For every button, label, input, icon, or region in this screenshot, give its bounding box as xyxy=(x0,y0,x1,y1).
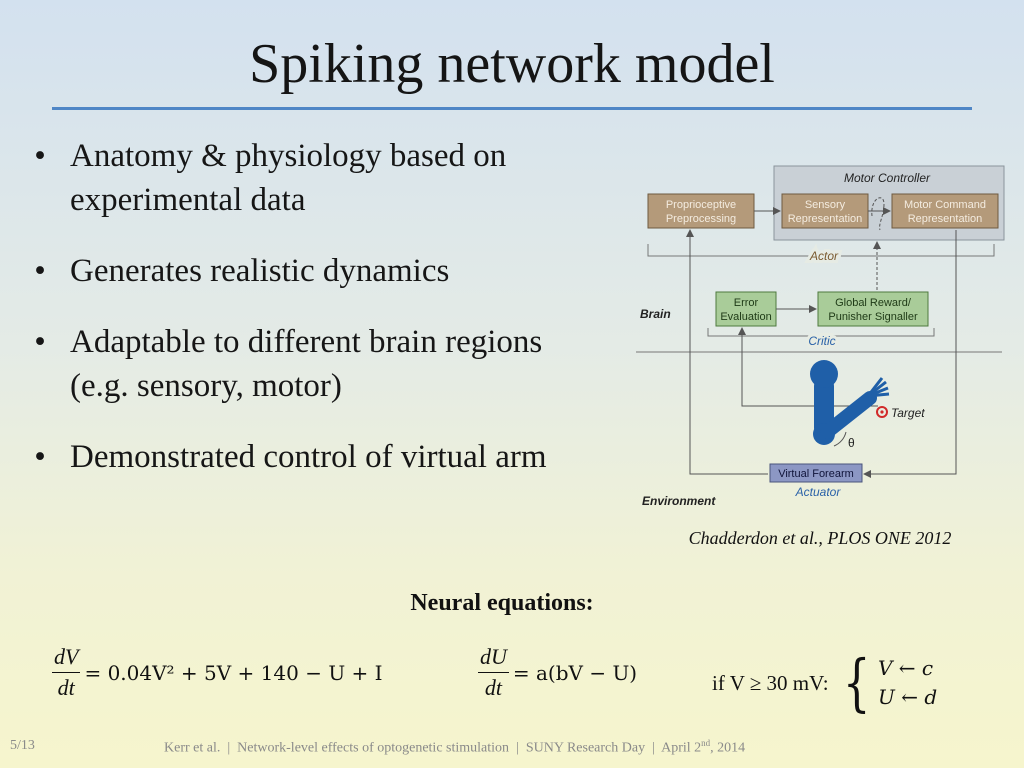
bullet-list: • Anatomy & physiology based on experimen… xyxy=(30,134,590,506)
fraction: dV dt xyxy=(52,644,81,701)
figure-caption: Chadderdon et al., PLOS ONE 2012 xyxy=(688,528,952,548)
bullet-dot: • xyxy=(34,138,46,174)
motor-command-label-2: Representation xyxy=(908,213,983,225)
equation-du-dt: dU dt = a(bV − U) xyxy=(478,644,637,701)
bullet-item: • Adaptable to different brain regions (e… xyxy=(30,320,590,408)
bullet-item: • Anatomy & physiology based on experimen… xyxy=(30,134,590,222)
virtual-forearm-label: Virtual Forearm xyxy=(778,468,854,480)
environment-label: Environment xyxy=(642,494,716,508)
error-evaluation-box xyxy=(715,291,777,327)
proprioceptive-label-2: Preprocessing xyxy=(666,213,736,225)
error-label-2: Evaluation xyxy=(720,311,771,323)
critic-label: Critic xyxy=(808,334,835,348)
fraction-denominator: dt xyxy=(57,675,75,700)
brain-label: Brain xyxy=(640,307,671,321)
equations-heading: Neural equations: xyxy=(410,590,594,616)
equation-reset-rule: if V ≥ 30 mV: { V ← c U ← d xyxy=(712,652,937,714)
footer-credits: Kerr et al. | Network-level effects of o… xyxy=(164,738,745,757)
bullet-dot: • xyxy=(34,324,46,360)
fraction-numerator: dU xyxy=(478,644,509,673)
virtual-forearm-box xyxy=(769,463,863,483)
bullet-item: • Generates realistic dynamics xyxy=(30,249,590,293)
reset-case-u: U ← d xyxy=(878,685,938,709)
equation-rhs: = a(bV − U) xyxy=(512,660,638,685)
proprioceptive-label-1: Proprioceptive xyxy=(666,199,736,211)
motor-command-box xyxy=(891,193,999,229)
footer-text: Kerr et al. | Network-level effects of o… xyxy=(164,740,702,756)
title-underline xyxy=(52,107,972,110)
equation-rhs: = 0.04V² + 5V + 140 − U + I xyxy=(84,660,383,685)
footer-year: , 2014 xyxy=(710,740,746,756)
left-brace: { xyxy=(842,646,871,719)
page-number: 5/13 xyxy=(10,738,35,753)
actuator-label: Actuator xyxy=(795,485,842,499)
fraction: dU dt xyxy=(478,644,509,701)
actor-label: Actor xyxy=(809,249,839,263)
virtual-arm-icon xyxy=(810,360,890,447)
bullet-text: Anatomy & physiology based on experiment… xyxy=(70,138,507,218)
bullet-item: • Demonstrated control of virtual arm xyxy=(30,435,590,479)
motor-command-label-1: Motor Command xyxy=(904,199,986,211)
reset-case-v: V ← c xyxy=(878,656,934,680)
sensory-label-1: Sensory xyxy=(805,199,846,211)
bullet-dot: • xyxy=(34,439,46,475)
bullet-text: Generates realistic dynamics xyxy=(70,253,450,289)
theta-label: θ xyxy=(848,436,855,450)
footer-superscript: nd xyxy=(701,738,711,748)
fraction-numerator: dV xyxy=(52,644,81,673)
motor-controller-label: Motor Controller xyxy=(844,171,931,185)
reset-condition: if V ≥ 30 mV: xyxy=(712,670,829,695)
sensory-label-2: Representation xyxy=(788,213,863,225)
reset-cases: V ← c U ← d xyxy=(878,654,937,712)
model-diagram: Motor Controller Proprioceptive Preproce… xyxy=(634,160,1006,516)
equation-dv-dt: dV dt = 0.04V² + 5V + 140 − U + I xyxy=(52,644,383,701)
bullet-text: Adaptable to different brain regions (e.… xyxy=(70,324,543,404)
target-label: Target xyxy=(891,406,925,420)
sensory-box xyxy=(781,193,869,229)
proprioceptive-box xyxy=(647,193,755,229)
reward-label-1: Global Reward/ xyxy=(835,297,912,309)
reward-label-2: Punisher Signaller xyxy=(828,311,918,323)
bullet-text: Demonstrated control of virtual arm xyxy=(70,439,547,475)
fraction-denominator: dt xyxy=(484,675,502,700)
error-label-1: Error xyxy=(734,297,759,309)
slide-title: Spiking network model xyxy=(249,33,775,95)
bullet-dot: • xyxy=(34,253,46,289)
target-icon xyxy=(876,406,888,418)
reward-box xyxy=(817,291,929,327)
